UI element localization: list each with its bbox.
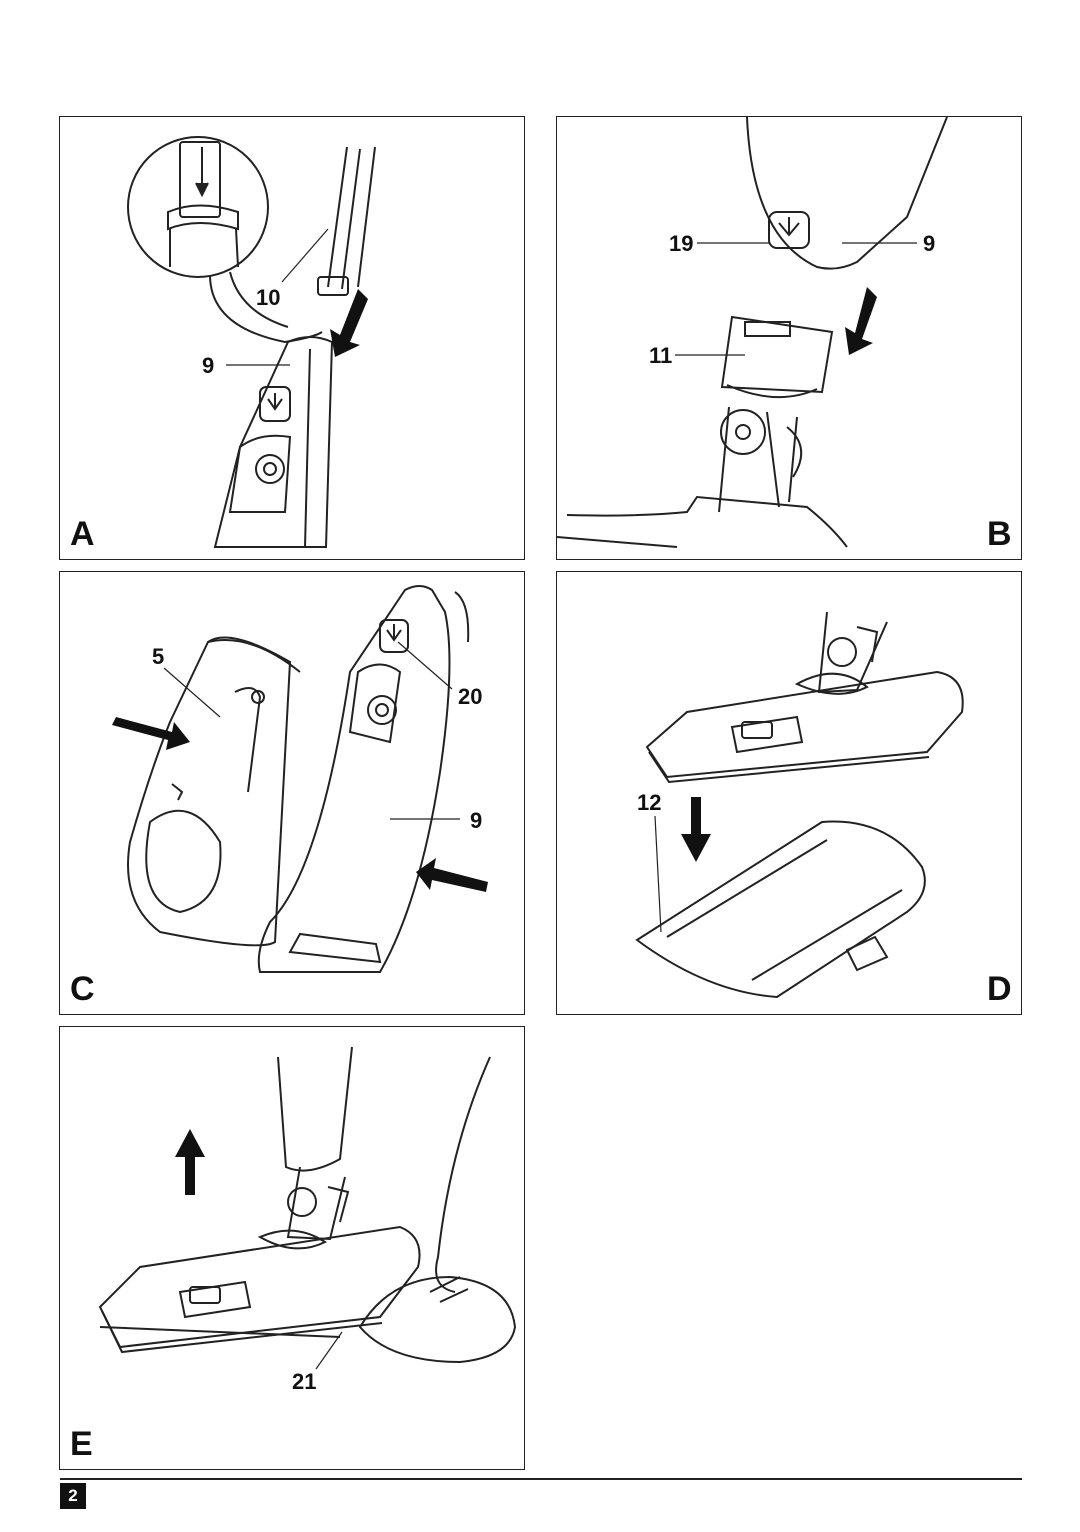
leader-line-12 [654,815,662,933]
arrow-down-left-icon [845,287,877,355]
callout-5: 5 [152,644,165,669]
zoom-circle [127,136,269,278]
callout-9: 9 [470,808,483,833]
panel-d-illustration [635,611,964,999]
arrow-down-icon [681,797,711,862]
callout-19: 19 [669,231,694,256]
callout-9: 9 [923,231,936,256]
arrow-right-icon [112,717,190,750]
panel-letter: D [987,970,1012,1008]
leader-line-20 [397,641,453,690]
callout-10: 10 [256,285,281,310]
figure-panel-b: 19 9 11 B [556,116,1022,560]
figure-panel-d: 12 D [556,571,1022,1015]
leader-line-5 [163,667,221,718]
leader-line-21 [315,1331,343,1370]
callout-21: 21 [292,1369,317,1394]
callout-11: 11 [649,343,673,368]
panel-c-illustration [112,585,488,973]
callout-12: 12 [637,790,662,815]
page-number-badge: 2 [60,1483,86,1509]
panel-letter: B [987,515,1012,553]
figure-panel-e: 21 E [59,1026,525,1470]
arrow-up-icon [175,1129,205,1195]
leader-line-10 [281,228,329,283]
panel-b-illustration [557,117,948,548]
panel-letter: A [70,515,95,553]
arrow-left-icon [416,858,488,892]
callout-20: 20 [458,684,483,709]
panel-letter: C [70,970,95,1008]
figure-panel-a: 10 9 A [59,116,525,560]
figure-panel-c: 5 20 9 C [59,571,525,1015]
panel-a-illustration [127,136,376,548]
callout-9: 9 [202,353,215,378]
arrow-down-left-icon [330,289,368,357]
footer-rule [60,1478,1022,1480]
panel-e-illustration [98,1046,517,1370]
panel-letter: E [70,1425,93,1463]
